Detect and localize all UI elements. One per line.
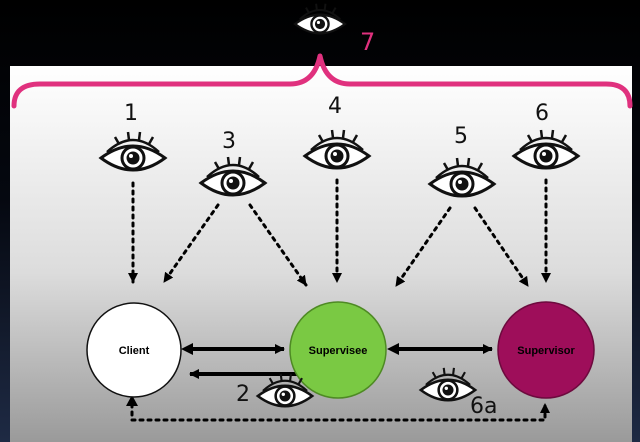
node-supervisee: Supervisee [289, 301, 387, 399]
supervisee-side-arrowhead [387, 343, 399, 355]
node-client-label: Client [119, 345, 150, 357]
observer-7-label: 7 [360, 28, 375, 56]
overall-brace [11, 53, 633, 109]
observer-7-eye-icon [293, 2, 347, 35]
node-supervisor-label: Supervisor [517, 345, 575, 357]
observer-3-arrow-supervisee [248, 203, 308, 287]
node-client: Client [86, 302, 182, 398]
observer-5-label: 5 [454, 124, 468, 149]
node-supervisor: Supervisor [497, 301, 595, 399]
node-supervisee-label: Supervisee [309, 345, 368, 357]
observer-5-arrow-supervisor [473, 206, 530, 288]
observer-4-label: 4 [328, 94, 342, 119]
observer-6a-arrowhead-client [126, 395, 138, 406]
client-side-arrowhead [181, 343, 193, 355]
observer-3-arrow-client [162, 203, 220, 284]
observer-5-arrow-supervisee [394, 206, 452, 288]
observer-1-label: 1 [124, 101, 138, 126]
observer-3-label: 3 [222, 129, 236, 154]
observer-6a-label: 6a [470, 394, 497, 419]
observer-2-label: 2 [236, 382, 250, 407]
observer-6-label: 6 [535, 101, 549, 126]
observer-6a-arrow [130, 402, 550, 422]
